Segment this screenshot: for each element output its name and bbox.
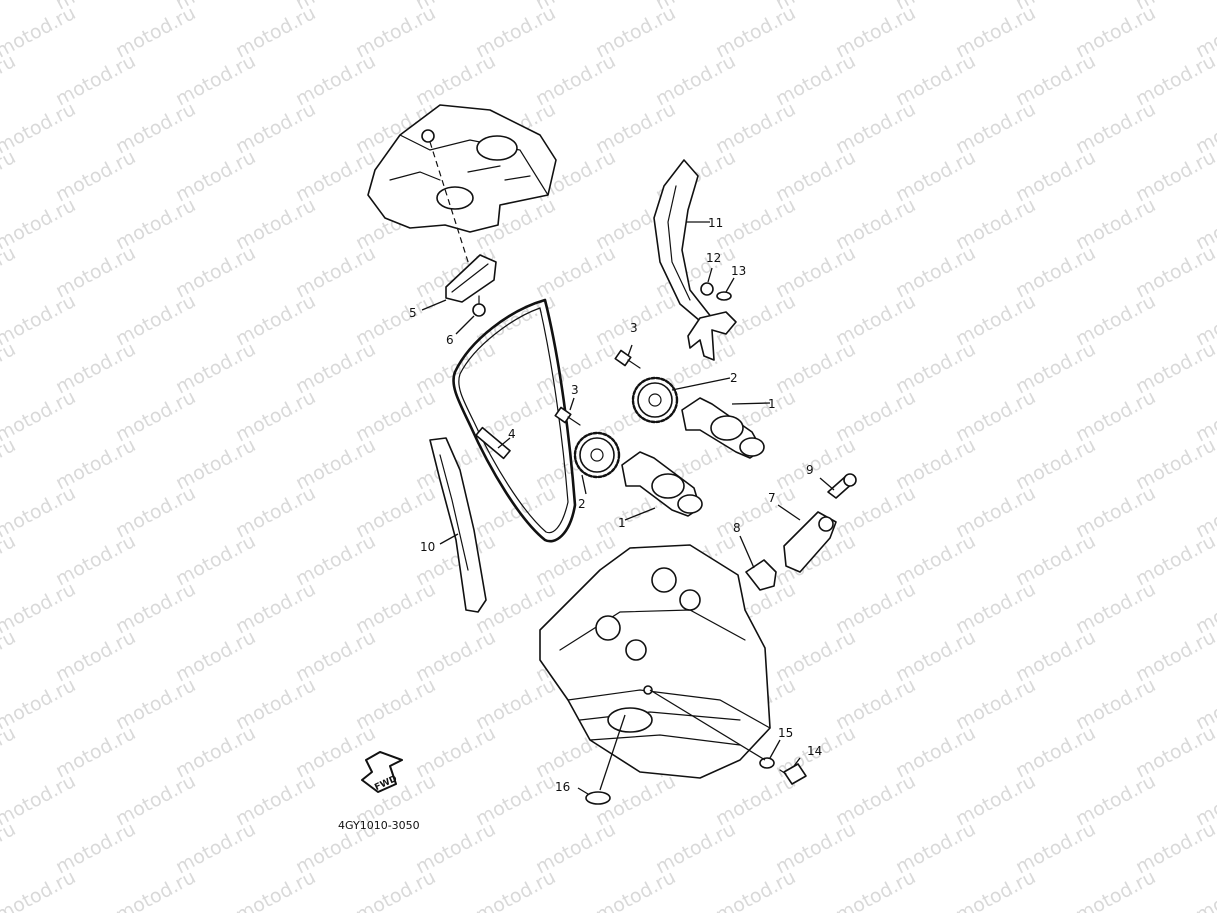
- part-3-bolt-lower: [554, 406, 581, 426]
- part-9-bolt: [827, 473, 857, 499]
- watermark-text: motod.ru: [952, 866, 1039, 913]
- part-1-camshaft-lower: [621, 451, 703, 517]
- callout-labels: 1 1 2 2 3 3 4 5 6 7 8 9 10 11 12 13 14 1…: [409, 216, 822, 794]
- part-13-washer: [716, 291, 732, 301]
- watermark-text: motod.ru: [0, 770, 79, 830]
- callout-12: 12: [706, 251, 721, 265]
- watermark-text: motod.ru: [352, 866, 439, 913]
- diagram-code: 4GY1010-3050: [338, 819, 420, 832]
- part-15-washer: [759, 757, 775, 769]
- watermark-text: motod.ru: [112, 866, 199, 913]
- watermark-text: motod.ru: [0, 338, 19, 398]
- watermark-text: motod.ru: [0, 530, 19, 590]
- callout-1b: 1: [618, 516, 626, 530]
- callout-6: 6: [446, 333, 454, 347]
- watermark-text: motod.ru: [0, 194, 79, 254]
- alignment-line: [429, 141, 471, 269]
- watermark-text: motod.ru: [0, 0, 19, 14]
- callout-9: 9: [806, 463, 814, 477]
- watermark-text: motod.ru: [592, 866, 679, 913]
- watermark-text: motod.ru: [1192, 866, 1217, 913]
- part-4-cam-chain: [452, 298, 577, 543]
- watermark-text: motod.ru: [472, 866, 559, 913]
- callout-2b: 2: [578, 497, 586, 511]
- callout-2a: 2: [730, 371, 738, 385]
- watermark-text: motod.ru: [0, 818, 19, 878]
- watermark-text: motod.ru: [0, 242, 19, 302]
- watermark-text: motod.ru: [0, 50, 19, 110]
- callout-1a: 1: [768, 397, 776, 411]
- watermark-text: motod.ru: [0, 578, 79, 638]
- watermark-text: motod.ru: [0, 866, 79, 913]
- watermark-text: motod.ru: [0, 146, 19, 206]
- watermark-text: motod.ru: [0, 98, 79, 158]
- part-16-plug: [585, 791, 611, 805]
- watermark-text: motod.ru: [0, 626, 19, 686]
- callout-5: 5: [409, 306, 417, 320]
- callout-3b: 3: [571, 383, 579, 397]
- callout-4: 4: [508, 427, 516, 441]
- watermark-text: motod.ru: [712, 866, 799, 913]
- watermark-text: motod.ru: [0, 290, 79, 350]
- callout-11: 11: [708, 216, 723, 230]
- part-10-chain-guide: [429, 437, 487, 613]
- callout-3a: 3: [630, 321, 638, 335]
- part-3-bolt-upper: [614, 349, 641, 369]
- watermark-text: motod.ru: [832, 866, 919, 913]
- watermark-text: motod.ru: [0, 722, 19, 782]
- part-11-chain-guide: [653, 159, 737, 361]
- leader-lines: [421, 221, 835, 795]
- callout-8: 8: [733, 521, 741, 535]
- callout-16: 16: [555, 780, 570, 794]
- watermark-text: motod.ru: [0, 2, 79, 62]
- part-14-bolt: [779, 763, 807, 785]
- cylinder-head: [539, 544, 771, 779]
- watermark-text: motod.ru: [1072, 866, 1159, 913]
- valve-cover: [367, 104, 557, 233]
- callout-14: 14: [807, 744, 822, 758]
- callout-10: 10: [420, 540, 435, 554]
- watermark-text: motod.ru: [0, 434, 19, 494]
- callout-13: 13: [731, 264, 746, 278]
- callout-7: 7: [768, 491, 776, 505]
- watermark-text: motod.ru: [0, 386, 79, 446]
- part-7-tensioner: [783, 511, 837, 573]
- watermark-text: motod.ru: [0, 482, 79, 542]
- part-5-plate: [445, 254, 497, 303]
- watermark-text: motod.ru: [0, 674, 79, 734]
- part-2-sprocket-lower: [573, 431, 621, 479]
- watermark-text: motod.ru: [232, 866, 319, 913]
- part-2-sprocket-upper: [631, 376, 679, 424]
- part-1-camshaft-upper: [681, 397, 765, 459]
- part-8-gasket: [745, 559, 777, 591]
- part-6-bolt: [472, 295, 486, 317]
- part-12-bolt: [700, 282, 714, 296]
- callout-15: 15: [778, 726, 793, 740]
